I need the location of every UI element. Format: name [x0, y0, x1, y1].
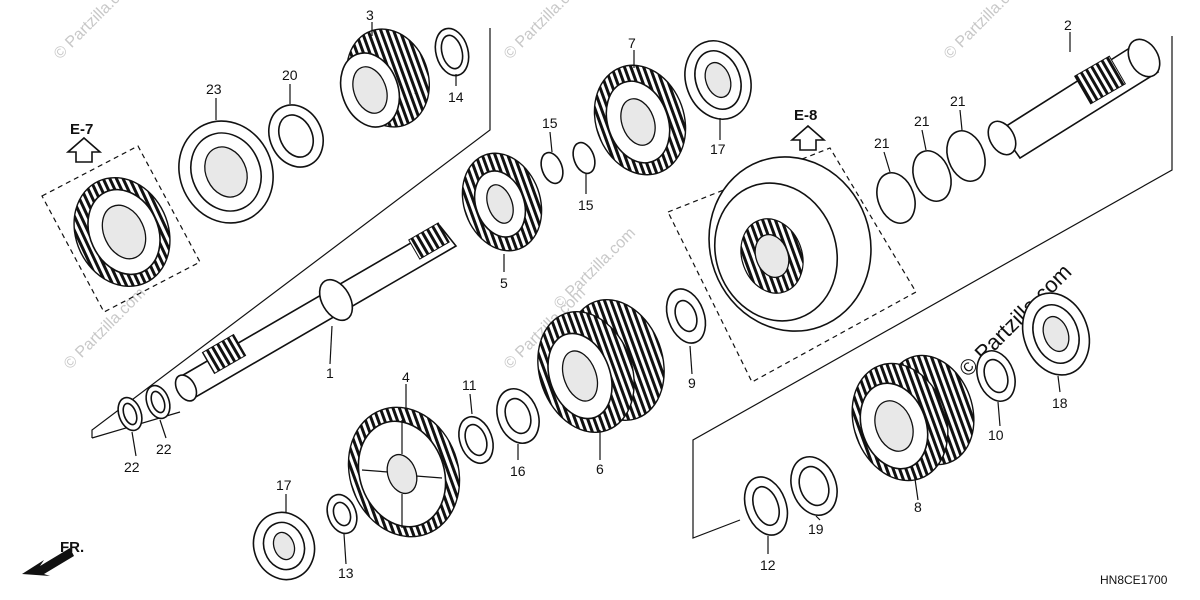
front-arrow-icon	[22, 548, 74, 576]
gear-8	[851, 354, 975, 482]
ring-21c	[946, 130, 986, 182]
assembly-outline-left	[91, 28, 491, 438]
callout-21a: 21	[874, 135, 890, 151]
needle-bearing-20	[268, 104, 324, 168]
watermark: © Partzilla.com	[941, 0, 1029, 63]
bearing-23	[178, 120, 274, 224]
callout-19: 19	[808, 521, 824, 537]
diagram-code: HN8CE1700	[1100, 573, 1168, 587]
callout-21b: 21	[914, 113, 930, 129]
front-label: FR.	[60, 539, 84, 556]
clutch-housing	[708, 156, 872, 332]
callout-17b: 17	[276, 477, 292, 493]
ref-e7-label: E-7	[70, 121, 93, 138]
callout-21c: 21	[950, 93, 966, 109]
washer-13	[326, 493, 358, 535]
washer-22a	[117, 396, 143, 432]
callout-17a: 17	[710, 141, 726, 157]
callout-7: 7	[628, 35, 636, 51]
e8-arrow-icon	[789, 124, 827, 151]
callout-10: 10	[988, 427, 1004, 443]
ring-21a	[876, 172, 916, 224]
watermark: © Partzilla.com	[51, 0, 139, 63]
callout-8: 8	[914, 499, 922, 515]
watermark: © Partzilla.com	[551, 225, 639, 313]
gear-7	[593, 64, 687, 176]
callout-numbers: 1 2 3 4 5 6 7 8 9 10 11 12 13 14 15 15 1…	[124, 7, 1072, 581]
bearing-18	[1021, 292, 1091, 376]
callout-13: 13	[338, 565, 354, 581]
washer-14	[434, 27, 470, 77]
watermark: © Partzilla.com	[61, 285, 149, 373]
callout-9: 9	[688, 375, 696, 391]
callout-20: 20	[282, 67, 298, 83]
callout-12: 12	[760, 557, 776, 573]
washer-11	[458, 415, 494, 465]
gear-4	[347, 406, 461, 538]
e7-arrow-icon	[65, 136, 103, 163]
callout-11: 11	[462, 377, 477, 393]
callout-23: 23	[206, 81, 222, 97]
callout-14: 14	[448, 89, 464, 105]
callout-4: 4	[402, 369, 410, 385]
gear-3	[339, 28, 430, 128]
callout-22a: 22	[124, 459, 140, 475]
bearing-17b	[252, 511, 316, 581]
circlip-15a	[540, 151, 564, 185]
callout-2: 2	[1064, 17, 1072, 33]
callout-15a: 15	[542, 115, 558, 131]
gear-6	[537, 298, 665, 434]
gear-e7	[73, 176, 171, 288]
washer-22b	[145, 384, 171, 420]
callout-18: 18	[1052, 395, 1068, 411]
thrust-washer-9	[665, 288, 707, 344]
washer-12	[743, 476, 789, 536]
e7-dashed-box	[41, 145, 201, 313]
gear-5	[461, 152, 543, 252]
shaft-1	[174, 222, 458, 402]
callout-5: 5	[500, 275, 508, 291]
assembly-outline-right	[692, 36, 1173, 539]
washer-10	[976, 350, 1016, 402]
callout-16: 16	[510, 463, 526, 479]
shaft-2	[987, 38, 1161, 160]
watermark: © Partzilla.com	[501, 0, 589, 63]
needle-bearing-19	[790, 456, 838, 516]
needle-bearing-16	[496, 388, 540, 444]
callout-6: 6	[596, 461, 604, 477]
bearing-17a	[684, 40, 752, 120]
ref-e8-label: E-8	[794, 107, 817, 124]
circlip-15b	[572, 141, 596, 175]
callout-1: 1	[326, 365, 334, 381]
callout-22b: 22	[156, 441, 172, 457]
callout-3: 3	[366, 7, 374, 23]
ring-21b	[912, 150, 952, 202]
callout-15b: 15	[578, 197, 594, 213]
leader-lines	[131, 22, 1071, 565]
